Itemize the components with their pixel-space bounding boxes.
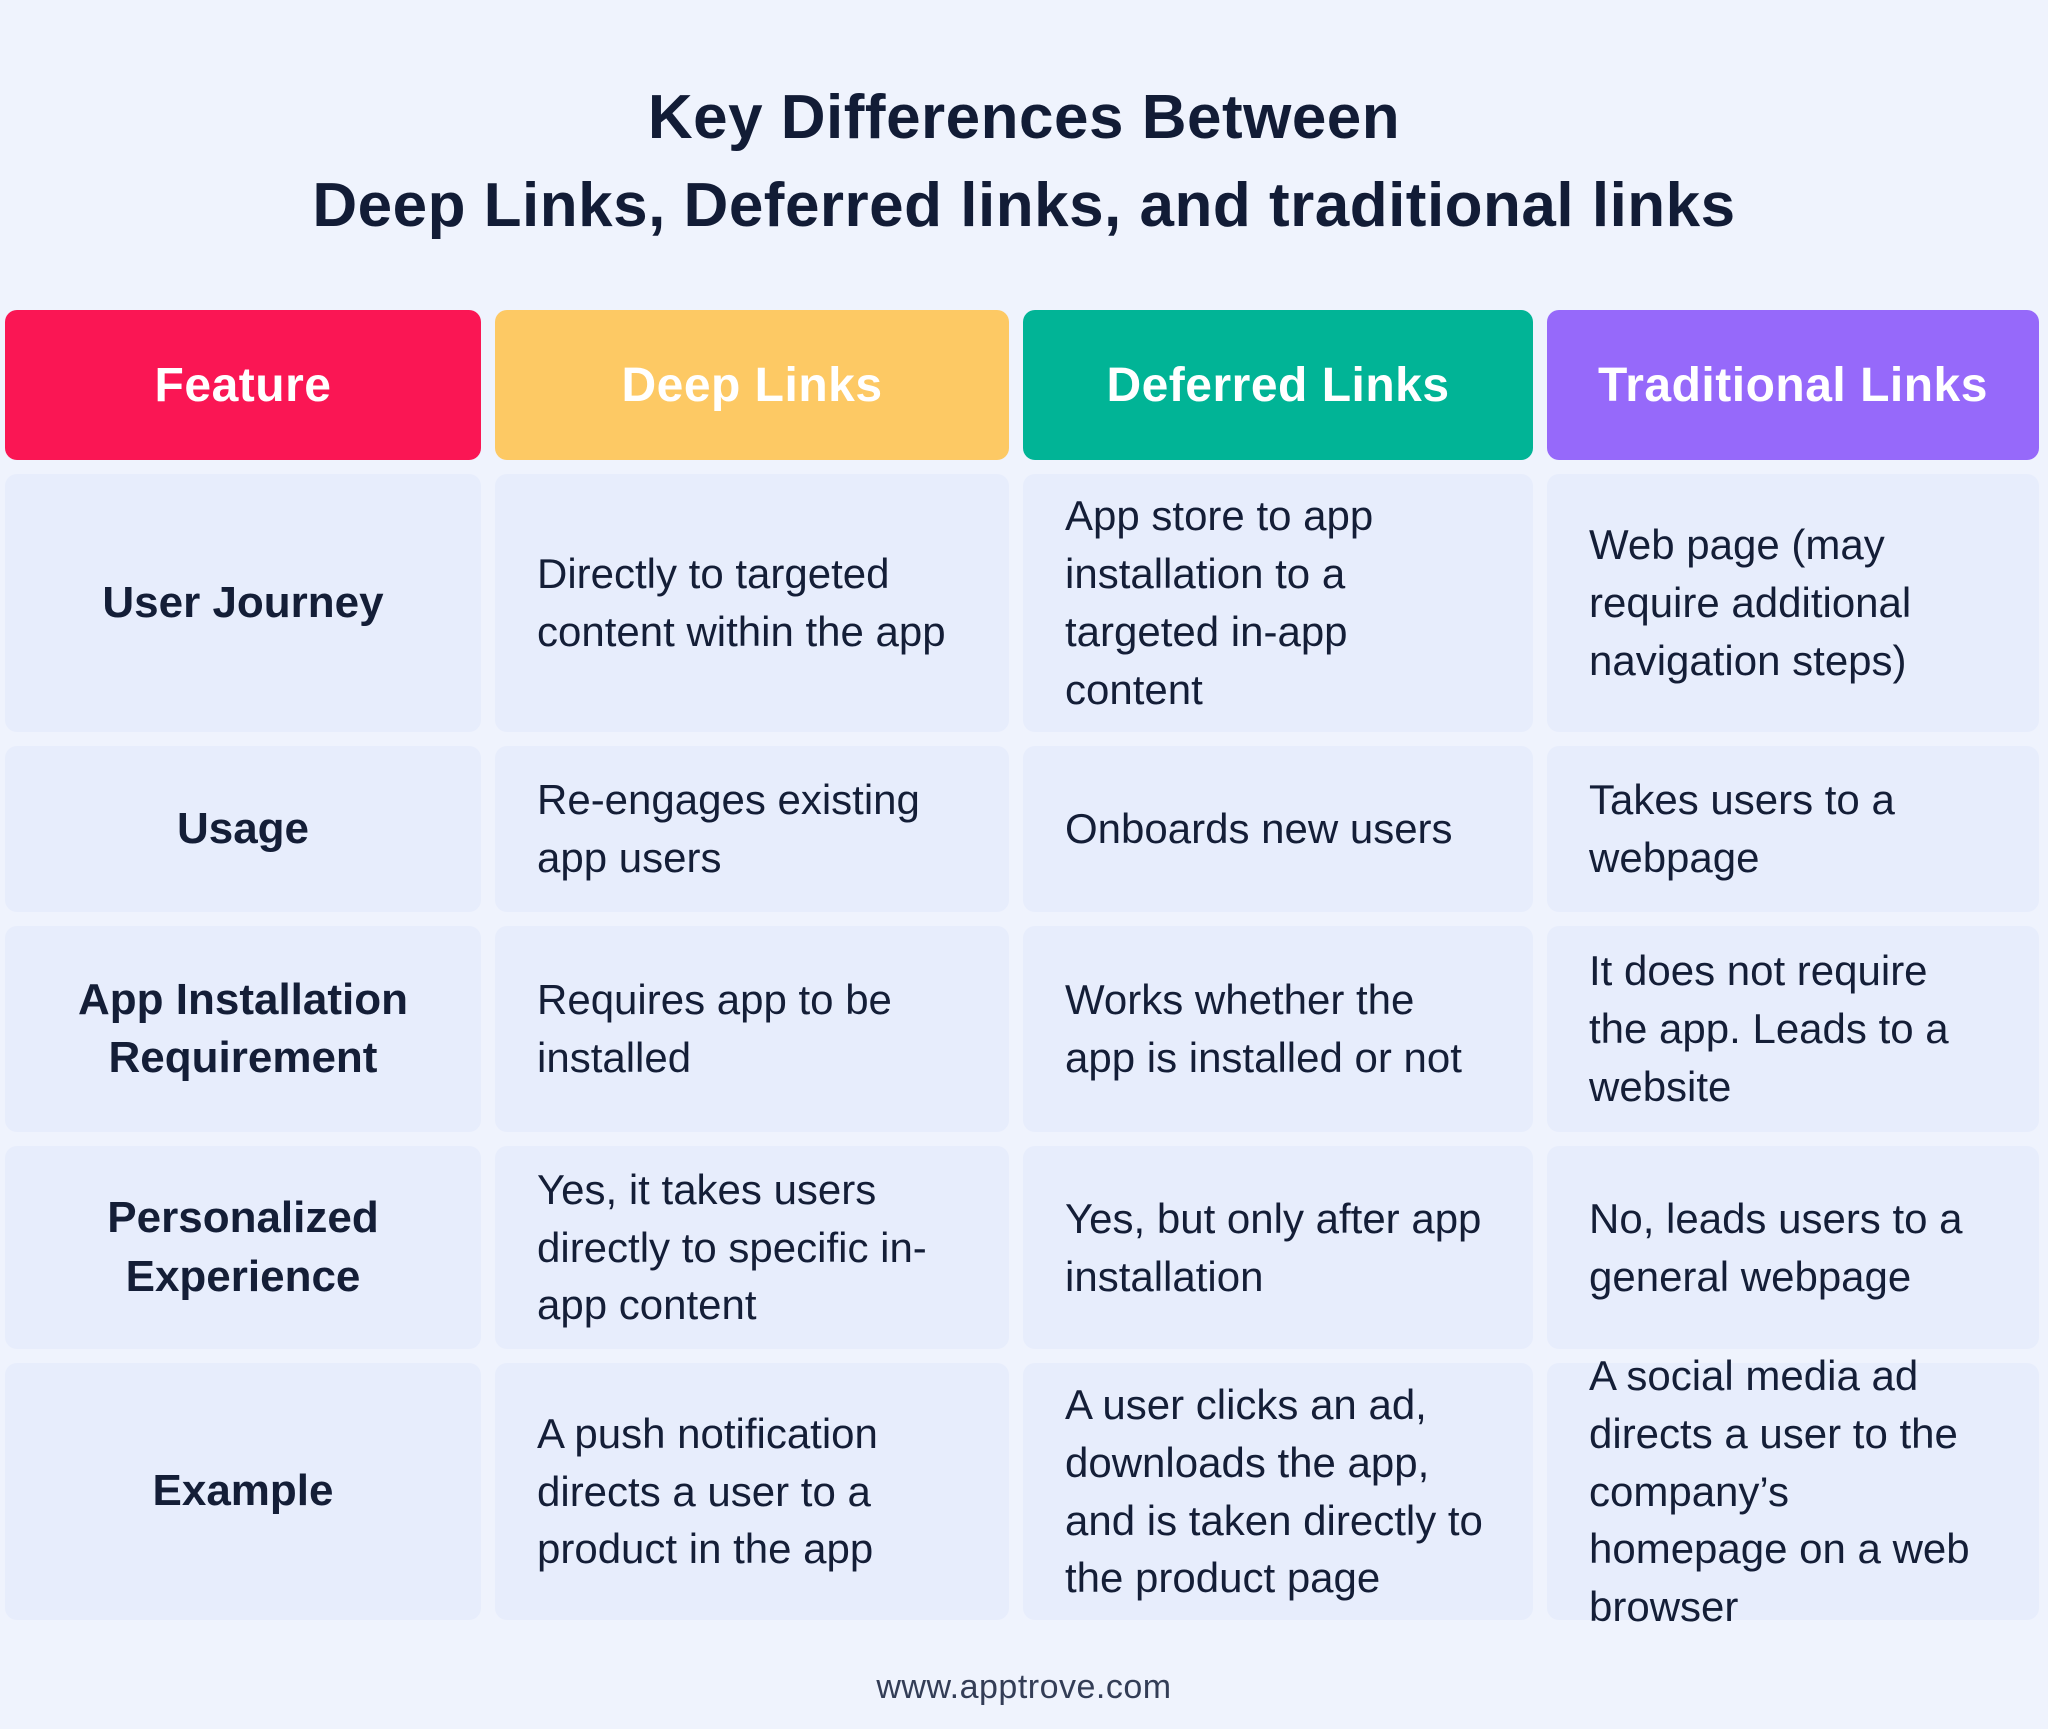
cell-app-installation-deferred-links: Works whether the app is installed or no… (1023, 926, 1533, 1132)
header-deep-links: Deep Links (495, 310, 1009, 460)
feature-label-example: Example (5, 1363, 481, 1620)
header-deferred-links: Deferred Links (1023, 310, 1533, 460)
cell-personalized-deep-links: Yes, it takes users directly to specific… (495, 1146, 1009, 1349)
cell-app-installation-deep-links: Requires app to be installed (495, 926, 1009, 1132)
cell-personalized-deferred-links: Yes, but only after app installation (1023, 1146, 1533, 1349)
cell-personalized-traditional-links: No, leads users to a general webpage (1547, 1146, 2039, 1349)
cell-example-deep-links: A push notification directs a user to a … (495, 1363, 1009, 1620)
cell-usage-deferred-links: Onboards new users (1023, 746, 1533, 912)
comparison-table: Feature Deep Links Deferred Links Tradit… (5, 310, 2043, 1630)
cell-example-deferred-links: A user clicks an ad, downloads the app, … (1023, 1363, 1533, 1620)
title-line-2: Deep Links, Deferred links, and traditio… (312, 171, 1736, 241)
cell-example-traditional-links: A social media ad directs a user to the … (1547, 1352, 2039, 1630)
feature-label-app-installation-requirement: App Installation Requirement (5, 926, 481, 1132)
feature-label-personalized-experience: Personalized Experience (5, 1146, 481, 1349)
cell-usage-deep-links: Re-engages existing app users (495, 746, 1009, 912)
page-title: Key Differences Between Deep Links, Defe… (0, 0, 2048, 250)
website-url: www.apptrove.com (876, 1668, 1172, 1706)
cell-user-journey-deep-links: Directly to targeted content within the … (495, 474, 1009, 732)
feature-label-user-journey: User Journey (5, 474, 481, 732)
cell-user-journey-traditional-links: Web page (may require additional navigat… (1547, 474, 2039, 732)
cell-user-journey-deferred-links: App store to app installation to a targe… (1023, 474, 1533, 732)
title-line-1: Key Differences Between (647, 83, 1401, 152)
header-traditional-links: Traditional Links (1547, 310, 2039, 460)
feature-label-usage: Usage (5, 746, 481, 912)
cell-usage-traditional-links: Takes users to a webpage (1547, 746, 2039, 912)
header-feature: Feature (5, 310, 481, 460)
cell-app-installation-traditional-links: It does not require the app. Leads to a … (1547, 926, 2039, 1132)
